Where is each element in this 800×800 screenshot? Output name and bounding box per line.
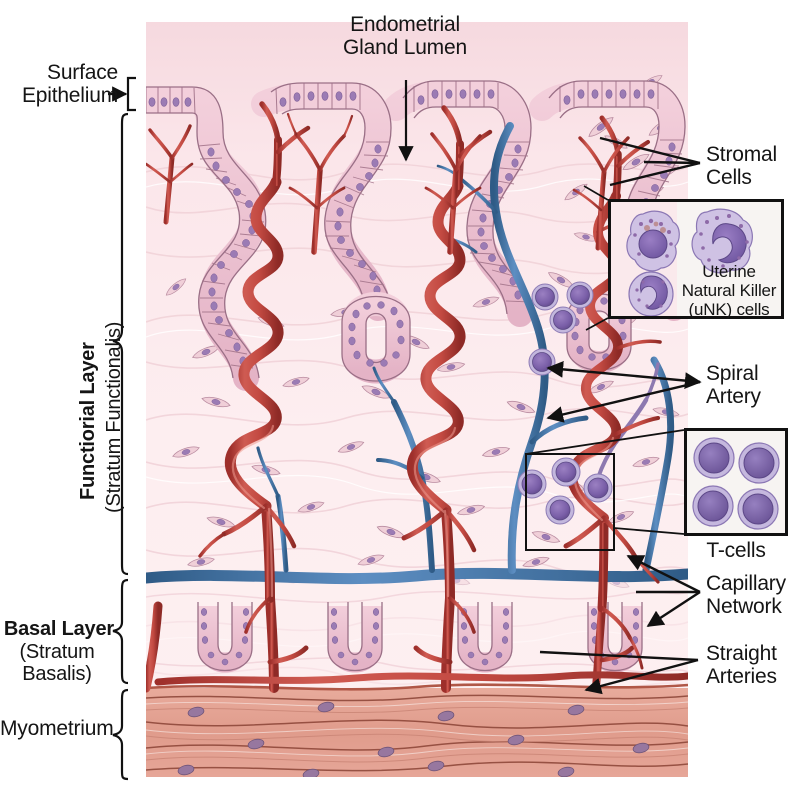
- unk-cell-2: [628, 271, 674, 316]
- tcell-3: [692, 485, 734, 527]
- arterial-network: [146, 101, 688, 693]
- label-functional-layer-sub: (Stratum Functionalis): [103, 321, 125, 513]
- label-t-cells: T-cells: [706, 539, 766, 562]
- leader-spiral-artery-1: [546, 361, 702, 389]
- unk-inset-svg: [611, 202, 781, 316]
- unk-inset-caption: Uterine Natural Killer (uNK) cells: [681, 262, 777, 320]
- tcell-1: [693, 437, 735, 479]
- label-functional-layer-sub-group: (Stratum Functionalis): [103, 321, 126, 513]
- label-surface-epithelium: Surface Epithelium: [21, 61, 118, 107]
- bracket-surface-epithelium: [126, 76, 136, 112]
- bracket-functional-layer: [112, 112, 129, 576]
- label-endometrial-gland-lumen: Endometrial Gland Lumen: [343, 13, 467, 59]
- myometrium-layer: [146, 688, 688, 777]
- label-stromal-cells: Stromal Cells: [706, 143, 777, 189]
- leader-spiral-artery-2: [546, 380, 701, 423]
- label-straight-arteries: Straight Arteries: [706, 642, 777, 688]
- connector-tcells-inset-2: [613, 527, 685, 535]
- leader-straight-arteries-1: [539, 650, 699, 662]
- leader-stromal-cells-3: [609, 161, 701, 187]
- tcell-source-region-box: [525, 453, 615, 551]
- bracket-basal-layer: [112, 578, 129, 685]
- leader-capillary-3: [646, 590, 701, 628]
- label-spiral-artery: Spiral Artery: [706, 362, 761, 408]
- unk-inset-box: Uterine Natural Killer (uNK) cells: [608, 199, 784, 319]
- tcell-2: [738, 442, 780, 484]
- connector-tcells-inset-1: [525, 429, 685, 455]
- histology-illustration-panel: [146, 22, 688, 777]
- unk-cell-3: [691, 208, 753, 274]
- bracket-myometrium: [112, 688, 129, 781]
- label-basal-layer: Basal Layer: [3, 618, 114, 640]
- epithelial-cell-borders: [146, 81, 659, 115]
- label-functional-layer-group: Functiorial Layer: [77, 342, 100, 500]
- leader-capillary-2: [626, 554, 701, 594]
- label-myometrium: Myometrium: [0, 717, 114, 740]
- gland-wall-outline: [146, 80, 688, 379]
- leader-stromal-cells-1: [643, 160, 701, 165]
- unk-cell-1: [626, 210, 680, 272]
- leader-stromal-cells-2: [599, 136, 701, 165]
- tcell-4: [737, 488, 779, 530]
- leader-straight-arteries-2: [584, 658, 699, 695]
- connector-unk-inset-2: [585, 317, 609, 331]
- label-basal-layer-sub: (Stratum Basalis): [19, 641, 95, 685]
- tcells-inset-svg: [687, 431, 785, 533]
- histology-svg: [146, 22, 688, 777]
- label-functional-layer: Functiorial Layer: [77, 342, 99, 500]
- epithelial-nuclei: [148, 89, 655, 107]
- tcells-inset-box: [684, 428, 788, 536]
- connector-unk-inset: [583, 185, 609, 201]
- label-capillary-network: Capillary Network: [706, 572, 786, 618]
